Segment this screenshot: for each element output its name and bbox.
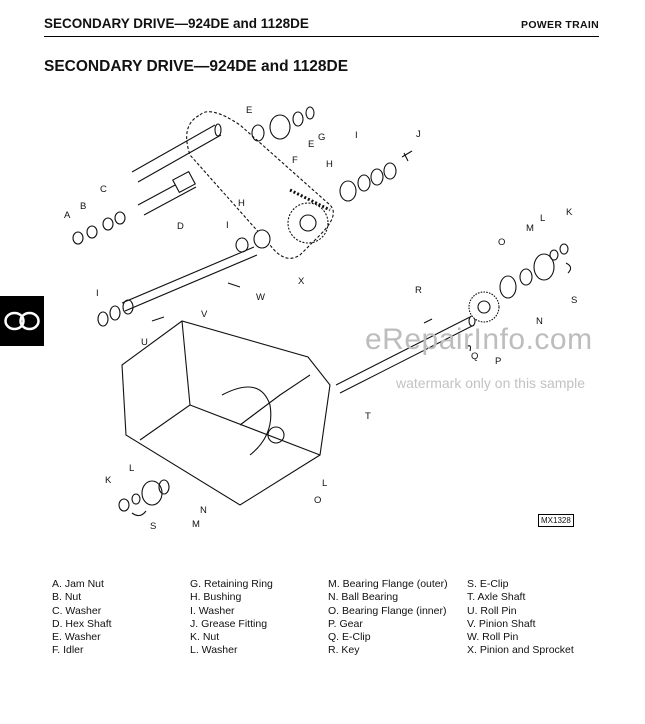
- figure-id: MX1328: [538, 514, 574, 527]
- label-k-right: K: [566, 207, 573, 218]
- legend-item: V. Pinion Shaft: [467, 617, 536, 630]
- legend-item: R. Key: [328, 644, 360, 657]
- label-l-right: L: [540, 213, 545, 224]
- label-l-frame: L: [322, 478, 327, 489]
- label-f: F: [292, 155, 298, 166]
- label-m-left: M: [192, 519, 200, 530]
- legend-item: X. Pinion and Sprocket: [467, 644, 574, 657]
- watermark-note: watermark only on this sample: [396, 375, 586, 391]
- legend-item: N. Ball Bearing: [328, 591, 399, 604]
- legend-item: E. Washer: [52, 631, 101, 644]
- label-q: Q: [471, 351, 478, 362]
- label-h-top: H: [326, 159, 333, 170]
- label-o-right: O: [498, 237, 505, 248]
- header-section-title: SECONDARY DRIVE—924DE and 1128DE: [44, 16, 309, 31]
- label-g: G: [318, 132, 325, 143]
- label-v: V: [201, 309, 208, 320]
- legend-item: L. Washer: [190, 644, 238, 657]
- legend-item: F. Idler: [52, 644, 84, 657]
- label-e-top: E: [246, 105, 252, 116]
- legend-column-2: G. Retaining Ring H. Bushing I. Washer J…: [190, 578, 273, 658]
- legend-item: C. Washer: [52, 604, 102, 617]
- legend-item: Q. E-Clip: [328, 631, 371, 644]
- legend-item: O. Bearing Flange (inner): [328, 604, 447, 617]
- legend-item: W. Roll Pin: [467, 631, 519, 644]
- legend-item: A. Jam Nut: [52, 578, 104, 590]
- label-u: U: [141, 337, 148, 348]
- legend-item: J. Grease Fitting: [190, 617, 268, 630]
- label-h-mid: H: [238, 198, 245, 209]
- legend-item: B. Nut: [52, 591, 82, 604]
- label-t: T: [365, 411, 371, 422]
- legend-item: I. Washer: [190, 604, 235, 617]
- label-i-mid: I: [226, 220, 229, 231]
- legend-item: T. Axle Shaft: [467, 591, 526, 604]
- legend-item: G. Retaining Ring: [190, 578, 273, 590]
- legend-item: H. Bushing: [190, 591, 242, 604]
- infinity-icon: [4, 311, 40, 331]
- part-labels: A B C D E E F G H I J I H X I V W U R O …: [64, 105, 577, 532]
- label-a: A: [64, 210, 71, 221]
- label-p: P: [495, 356, 501, 367]
- label-s-right: S: [571, 295, 577, 306]
- legend-column-4: S. E-Clip T. Axle Shaft U. Roll Pin V. P…: [467, 578, 574, 658]
- legend-item: D. Hex Shaft: [52, 617, 112, 630]
- exploded-parts-diagram: A B C D E E F G H I J I H X I V W U R O …: [64, 105, 577, 532]
- legend-column-3: M. Bearing Flange (outer) N. Ball Bearin…: [328, 578, 448, 658]
- legend-item: M. Bearing Flange (outer): [328, 578, 448, 590]
- label-w: W: [256, 292, 265, 303]
- legend-item: U. Roll Pin: [467, 604, 517, 617]
- label-s-left: S: [150, 521, 156, 532]
- label-l-left: L: [129, 463, 134, 474]
- label-i-left: I: [96, 288, 99, 299]
- label-n-right: N: [536, 316, 543, 327]
- label-k-left: K: [105, 475, 112, 486]
- label-n-left: N: [200, 505, 207, 516]
- legend-item: P. Gear: [328, 617, 363, 630]
- watermark-site: eRepairInfo.com: [365, 323, 593, 356]
- legend-column-1: A. Jam Nut B. Nut C. Washer D. Hex Shaft…: [52, 578, 112, 658]
- label-o-frame: O: [314, 495, 321, 506]
- page-header: SECONDARY DRIVE—924DE and 1128DE POWER T…: [44, 14, 599, 37]
- label-x: X: [298, 276, 305, 287]
- label-m-right: M: [526, 223, 534, 234]
- label-b: B: [80, 201, 86, 212]
- legend-item: S. E-Clip: [467, 578, 509, 590]
- label-i-top: I: [355, 130, 358, 141]
- label-c: C: [100, 184, 107, 195]
- label-j: J: [416, 129, 421, 140]
- header-section-name: POWER TRAIN: [521, 19, 599, 31]
- page-title: SECONDARY DRIVE—924DE and 1128DE: [44, 58, 349, 75]
- label-r: R: [415, 285, 422, 296]
- legend-item: K. Nut: [190, 631, 220, 644]
- label-e-right: E: [308, 139, 314, 150]
- label-d: D: [177, 221, 184, 232]
- section-tab: [0, 296, 44, 346]
